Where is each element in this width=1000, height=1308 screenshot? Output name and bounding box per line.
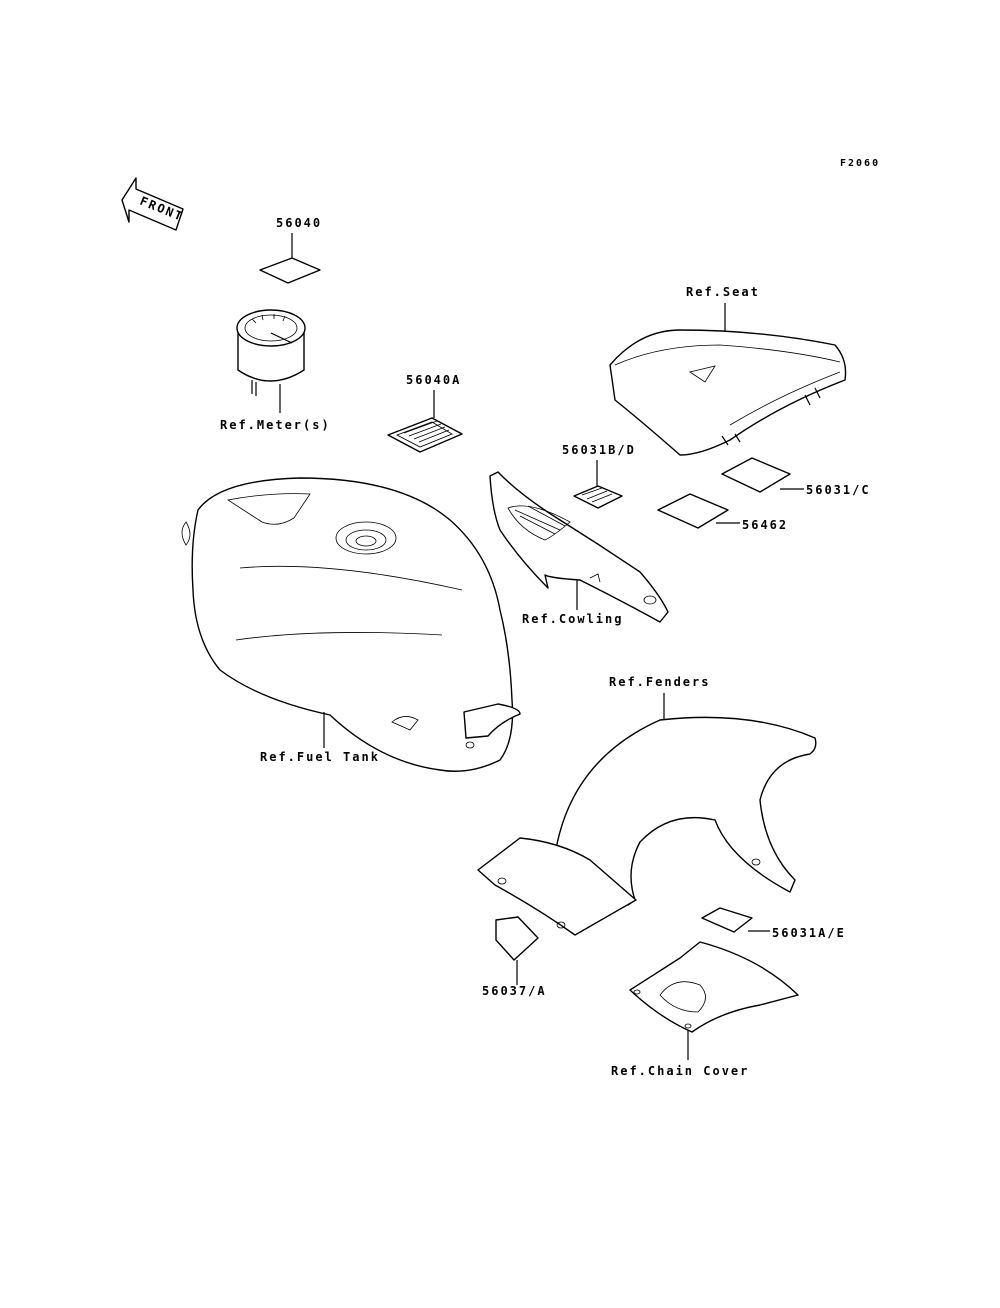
part-number-56031ae: 56031A/E [772,926,846,940]
decal-56040a [387,417,463,453]
ref-fuel-tank-label: Ref.Fuel Tank [260,750,380,764]
part-number-56462: 56462 [742,518,788,532]
ref-meter-label: Ref.Meter(s) [220,418,331,432]
decal-56462 [657,493,729,529]
meter-illustration [236,309,306,413]
decal-56031c [721,457,791,493]
decal-56040 [259,257,321,284]
front-arrow-icon: FRONT [121,177,186,231]
chain-cover-illustration [629,941,799,1033]
cowling-illustration [489,471,669,623]
part-number-56031c: 56031/C [806,483,871,497]
part-number-56040a: 56040A [406,373,461,387]
ref-seat-label: Ref.Seat [686,285,760,299]
part-number-56037a: 56037/A [482,984,547,998]
decal-56037a [495,916,539,961]
decal-56031ae [701,907,753,933]
figure-code: F2060 [840,158,880,169]
ref-chain-cover-label: Ref.Chain Cover [611,1064,749,1078]
fender-illustration [477,716,817,936]
ref-cowling-label: Ref.Cowling [522,612,623,626]
fuel-tank-illustration [181,477,521,772]
decal-56031bd [573,485,623,509]
part-number-56040: 56040 [276,216,322,230]
ref-fenders-label: Ref.Fenders [609,675,710,689]
seat-illustration [609,329,847,456]
part-number-56031bd: 56031B/D [562,443,636,457]
